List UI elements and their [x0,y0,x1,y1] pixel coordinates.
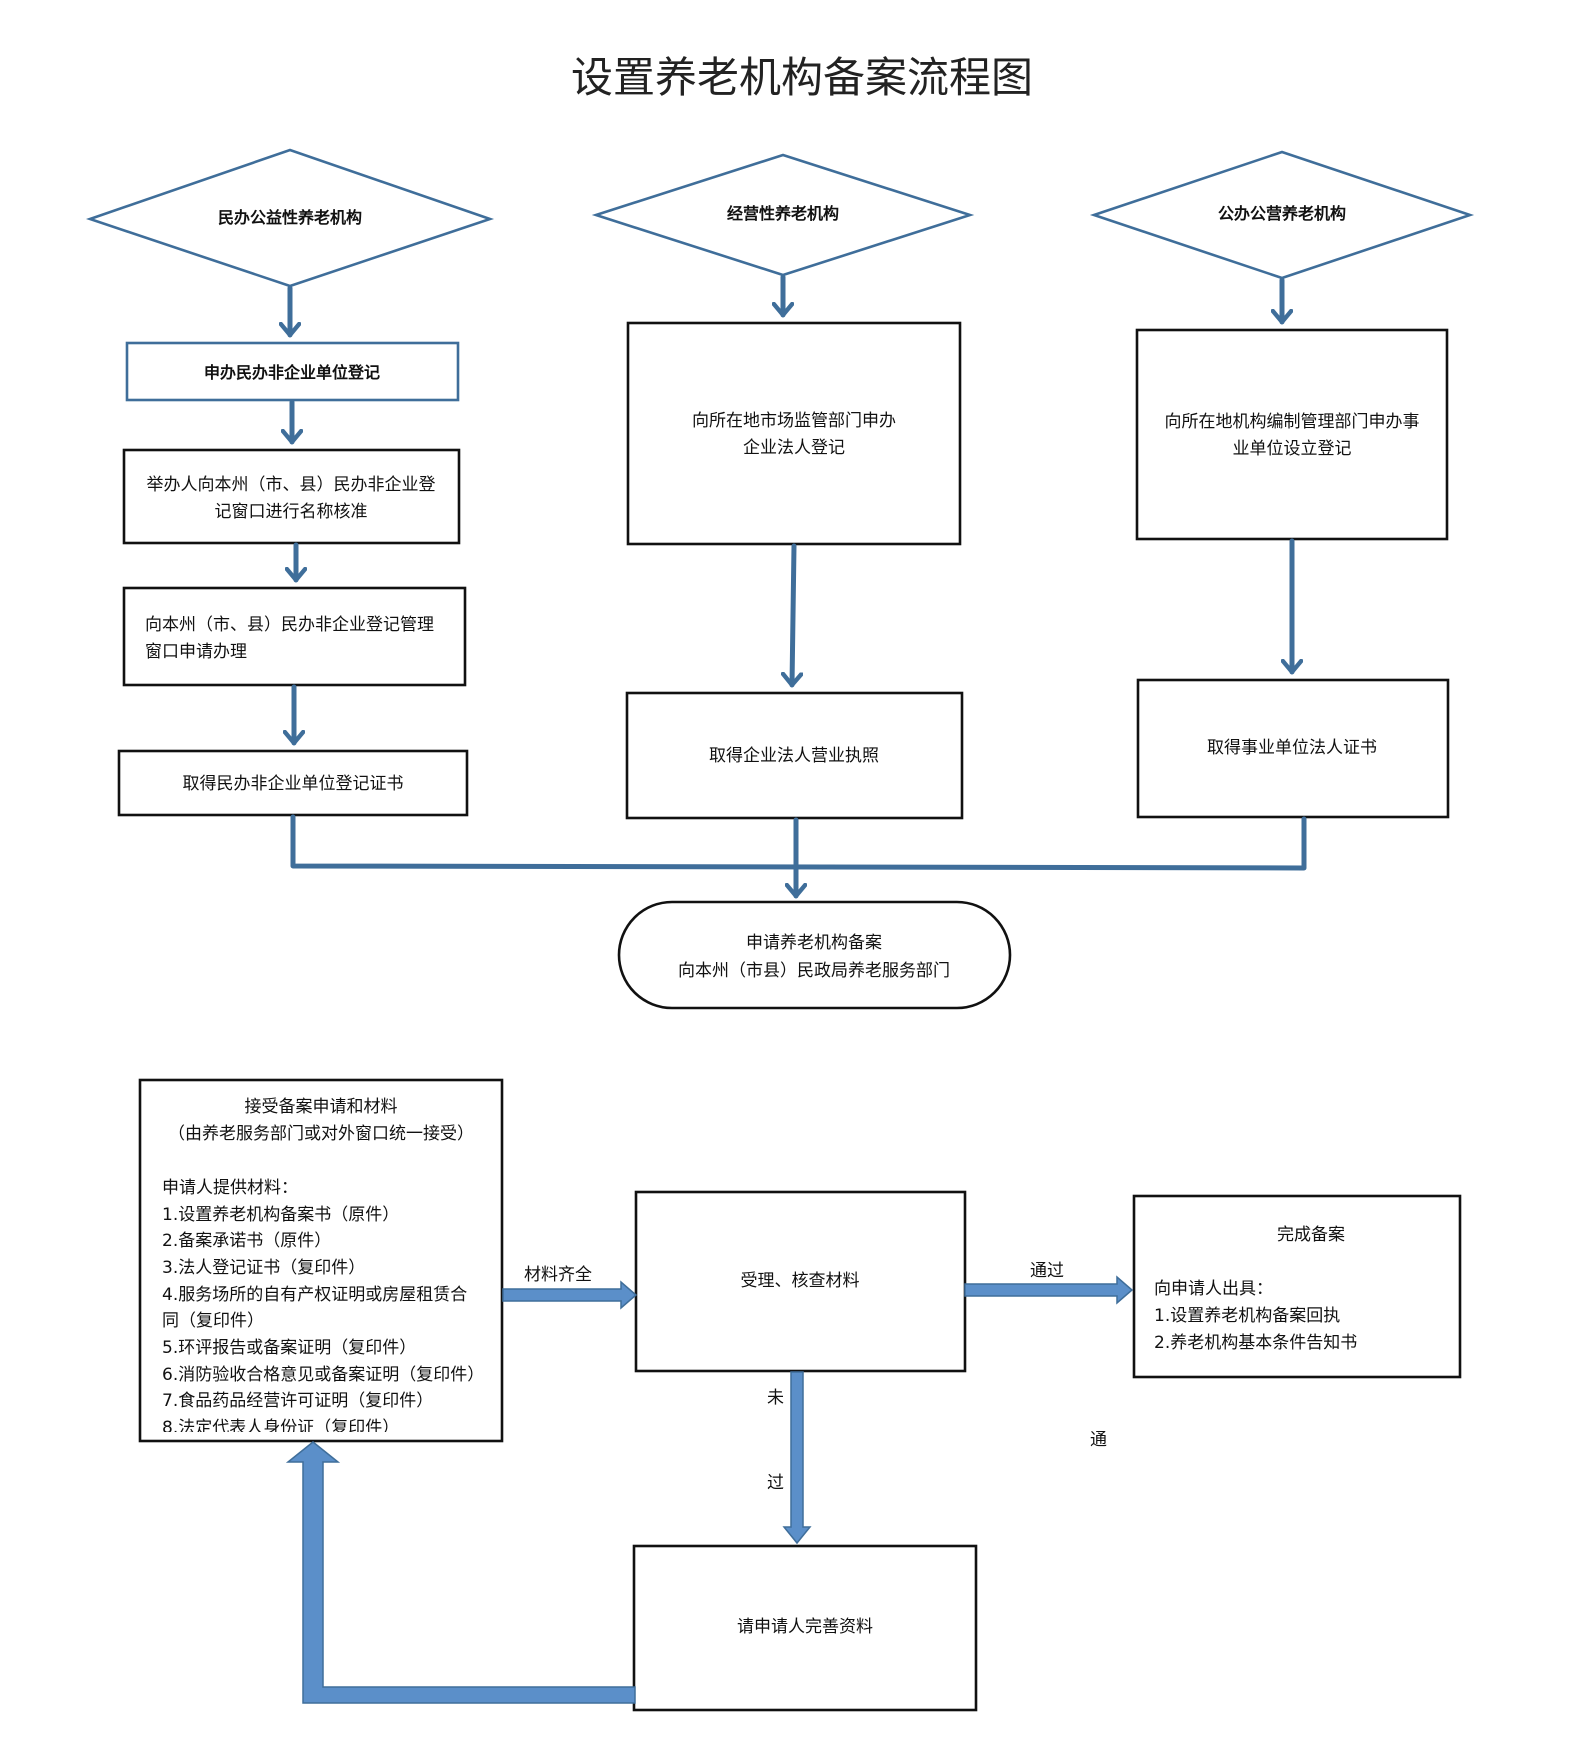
box-c-step1-line1: 向所在地机构编制管理部门申办事 [1165,412,1420,432]
box-a-step4-text: 取得民办非企业单位登记证书 [183,774,404,794]
filing-terminator: 申请养老机构备案 向本州（市县）民政局养老服务部门 [617,900,1012,1010]
edge-label-pass-char: 过 [767,1473,784,1493]
box-a-step2-line2: 记窗口进行名称核准 [215,502,368,522]
page-title: 设置养老机构备案流程图 [571,53,1033,102]
box-a-step4: 取得民办非企业单位登记证书 [117,749,469,817]
complete-box: 完成备案 向申请人出具： 1.设置养老机构备案回执 2.养老机构基本条件告知书 [1132,1194,1462,1379]
complete-intro: 向申请人出具： [1154,1279,1273,1299]
materials-item-5: 5.环评报告或备案证明（复印件） [162,1338,416,1358]
materials-item-6: 6.消防验收合格意见或备案证明（复印件） [162,1365,484,1385]
box-a-step3-line1: 向本州（市、县）民办非企业登记管理 [145,615,434,635]
box-a-step3-line2: 窗口申请办理 [145,642,247,662]
box-c-step1: 向所在地机构编制管理部门申办事 业单位设立登记 [1135,328,1449,541]
decision-diamond-b: 经营性养老机构 [591,153,975,277]
materials-heading-1: 接受备案申请和材料 [245,1097,398,1117]
box-b-step1: 向所在地市场监管部门申办 企业法人登记 [626,321,962,546]
materials-item-7: 7.食品药品经营许可证明（复印件） [162,1391,433,1411]
complete-item-1: 1.设置养老机构备案回执 [1154,1306,1340,1326]
block-arrow-to-improve [782,1371,812,1545]
materials-item-8: 8.法定代表人身份证（复印件） [162,1418,399,1438]
box-a-step1-text: 申办民办非企业单位登记 [204,363,380,382]
diamond-label-b: 经营性养老机构 [727,204,839,223]
materials-item-4: 4.服务场所的自有产权证明或房屋租赁合 [162,1285,467,1305]
box-a-step2: 举办人向本州（市、县）民办非企业登 记窗口进行名称核准 [122,448,461,545]
box-b-step2: 取得企业法人营业执照 [625,691,964,820]
diamond-label-a: 民办公益性养老机构 [218,208,362,227]
diamond-label-c: 公办公营养老机构 [1218,204,1346,223]
improve-text: 请申请人完善资料 [737,1617,873,1637]
box-a-step2-line1: 举办人向本州（市、县）民办非企业登 [147,475,436,495]
materials-heading-2: （由养老服务部门或对外窗口统一接受） [168,1124,474,1144]
block-arrow-to-complete [964,1275,1134,1305]
edge-label-passed: 通过 [1030,1261,1064,1281]
review-text: 受理、核查材料 [741,1271,860,1291]
box-a-step3: 向本州（市、县）民办非企业登记管理 窗口申请办理 [122,586,467,687]
arrow-b-1 [792,543,794,688]
decision-diamond-c: 公办公营养老机构 [1089,150,1475,280]
filing-line1: 申请养老机构备案 [746,933,882,953]
box-b-step1-line1: 向所在地市场监管部门申办 [692,411,896,431]
block-arrow-to-review [502,1280,638,1310]
materials-item-4-cont: 同（复印件） [162,1311,264,1331]
materials-box: 接受备案申请和材料 （由养老服务部门或对外窗口统一接受） 申请人提供材料： 1.… [138,1078,504,1443]
filing-line2: 向本州（市县）民政局养老服务部门 [678,961,950,981]
block-arrow-back-to-materials [285,1441,636,1704]
box-b-step2-text: 取得企业法人营业执照 [709,746,879,766]
materials-item-2: 2.备案承诺书（原件） [162,1231,331,1251]
box-c-step1-line2: 业单位设立登记 [1233,439,1352,459]
box-c-step2-text: 取得事业单位法人证书 [1207,738,1377,758]
box-c-step2: 取得事业单位法人证书 [1136,678,1450,819]
edge-label-stray: 通 [1090,1430,1107,1450]
complete-heading: 完成备案 [1277,1225,1345,1245]
materials-item-1: 1.设置养老机构备案书（原件） [162,1205,399,1225]
edge-label-not: 未 [767,1388,784,1408]
decision-diamond-a: 民办公益性养老机构 [85,148,495,288]
box-a-step1: 申办民办非企业单位登记 [125,341,460,402]
edge-label-complete-materials: 材料齐全 [524,1265,592,1285]
box-b-step1-line2: 企业法人登记 [743,438,845,458]
materials-item-3: 3.法人登记证书（复印件） [162,1258,365,1278]
review-box: 受理、核查材料 [634,1190,967,1373]
materials-intro: 申请人提供材料： [162,1178,298,1198]
improve-box: 请申请人完善资料 [632,1544,978,1712]
complete-item-2: 2.养老机构基本条件告知书 [1154,1333,1357,1353]
